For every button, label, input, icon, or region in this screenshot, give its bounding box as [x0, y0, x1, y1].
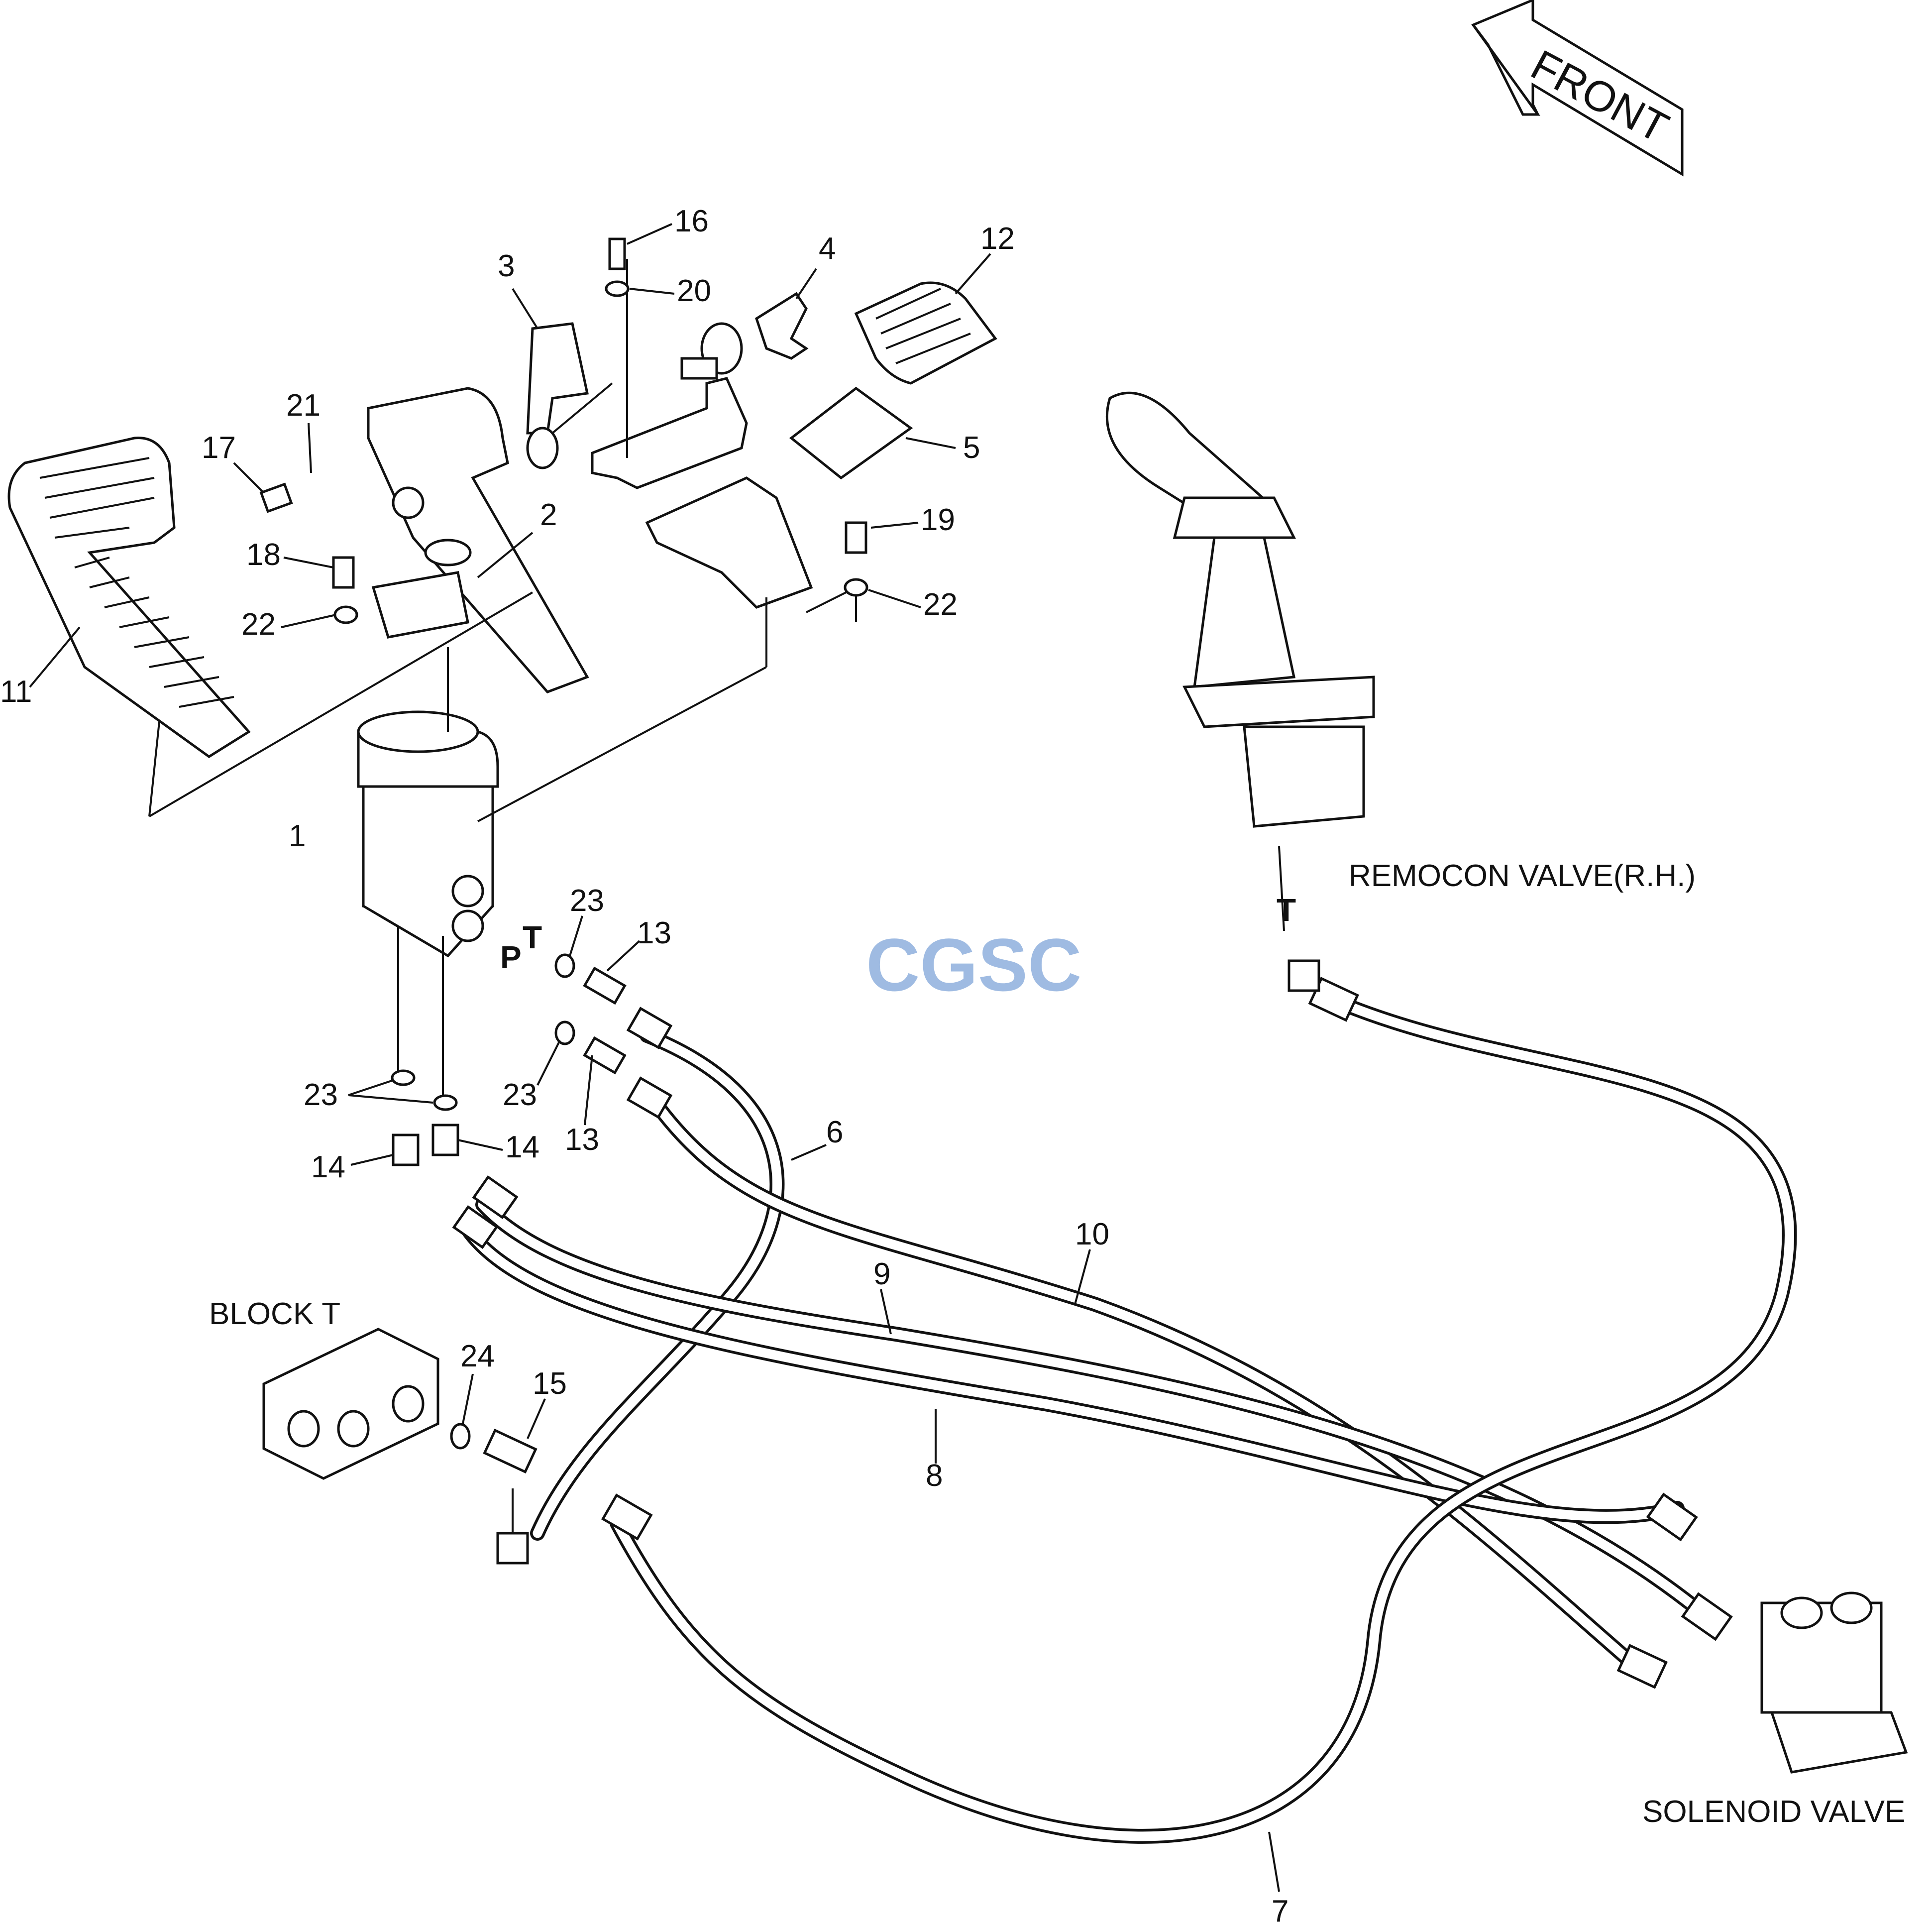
hose-6 [530, 1028, 785, 1541]
callout-leaders [29, 223, 1280, 1892]
callout-8: 8 [926, 1459, 943, 1493]
callout-21: 21 [286, 388, 321, 423]
callout-23a: 23 [570, 884, 604, 918]
leader-lines [148, 259, 1285, 1533]
callout-7: 7 [1272, 1894, 1288, 1924]
block-t [262, 1328, 439, 1480]
bracket-4 [591, 292, 809, 489]
callout-20: 20 [677, 274, 711, 308]
callout-12: 12 [980, 222, 1015, 256]
solenoid-valve-label: SOLENOID VALVE [1642, 1795, 1905, 1829]
bracket-2 [367, 387, 589, 693]
port-p-label: P [500, 939, 522, 975]
callout-19: 19 [921, 503, 955, 537]
block-t-label: BLOCK T [209, 1297, 340, 1331]
callout-13b: 13 [565, 1123, 599, 1157]
valve-1 [357, 710, 499, 958]
remocon-valve [1105, 391, 1375, 828]
callouts: 1 2 3 4 5 6 7 8 9 10 11 12 13 13 14 14 1… [0, 204, 1288, 1924]
callout-10: 10 [1075, 1217, 1109, 1251]
callout-22a: 22 [241, 607, 276, 642]
pedal-12 [854, 281, 997, 385]
callout-11: 11 [0, 675, 32, 709]
pedal-11 [7, 437, 251, 759]
callout-23b: 23 [503, 1078, 537, 1112]
bracket-3 [526, 322, 589, 469]
callout-13a: 13 [637, 916, 671, 950]
callout-18: 18 [246, 538, 281, 572]
hose-7 [610, 988, 1797, 1844]
callout-5: 5 [963, 431, 980, 465]
callout-22b: 22 [923, 587, 958, 622]
callout-3: 3 [498, 249, 515, 283]
callout-23c: 23 [304, 1078, 338, 1112]
hose-10 [649, 1098, 1645, 1675]
front-arrow: FRONT [1471, 0, 1684, 177]
port-t-label: T [523, 919, 542, 955]
callout-6: 6 [826, 1115, 843, 1149]
hose-9 [475, 1197, 1710, 1620]
hoses [452, 977, 1797, 1844]
callout-1: 1 [289, 819, 306, 853]
solenoid-valve [1760, 1591, 1908, 1774]
watermark: CGSC [866, 923, 1081, 1007]
callout-14b: 14 [505, 1130, 539, 1164]
callout-4: 4 [819, 231, 836, 266]
callout-15: 15 [533, 1366, 567, 1401]
callout-14a: 14 [311, 1150, 345, 1184]
watermark-text: CGSC [866, 923, 1081, 1007]
remocon-port-t-label: T [1277, 892, 1296, 928]
callout-2: 2 [540, 498, 557, 532]
callout-17: 17 [202, 431, 236, 465]
hose-ferrules [452, 977, 1733, 1689]
hose-8 [460, 1222, 1685, 1524]
callout-24: 24 [460, 1339, 495, 1373]
fittings [259, 237, 1320, 1565]
remocon-valve-label: REMOCON VALVE(R.H.) [1349, 859, 1696, 893]
callout-16: 16 [674, 204, 709, 238]
callout-9: 9 [873, 1257, 890, 1291]
bracket-5 [645, 386, 913, 609]
